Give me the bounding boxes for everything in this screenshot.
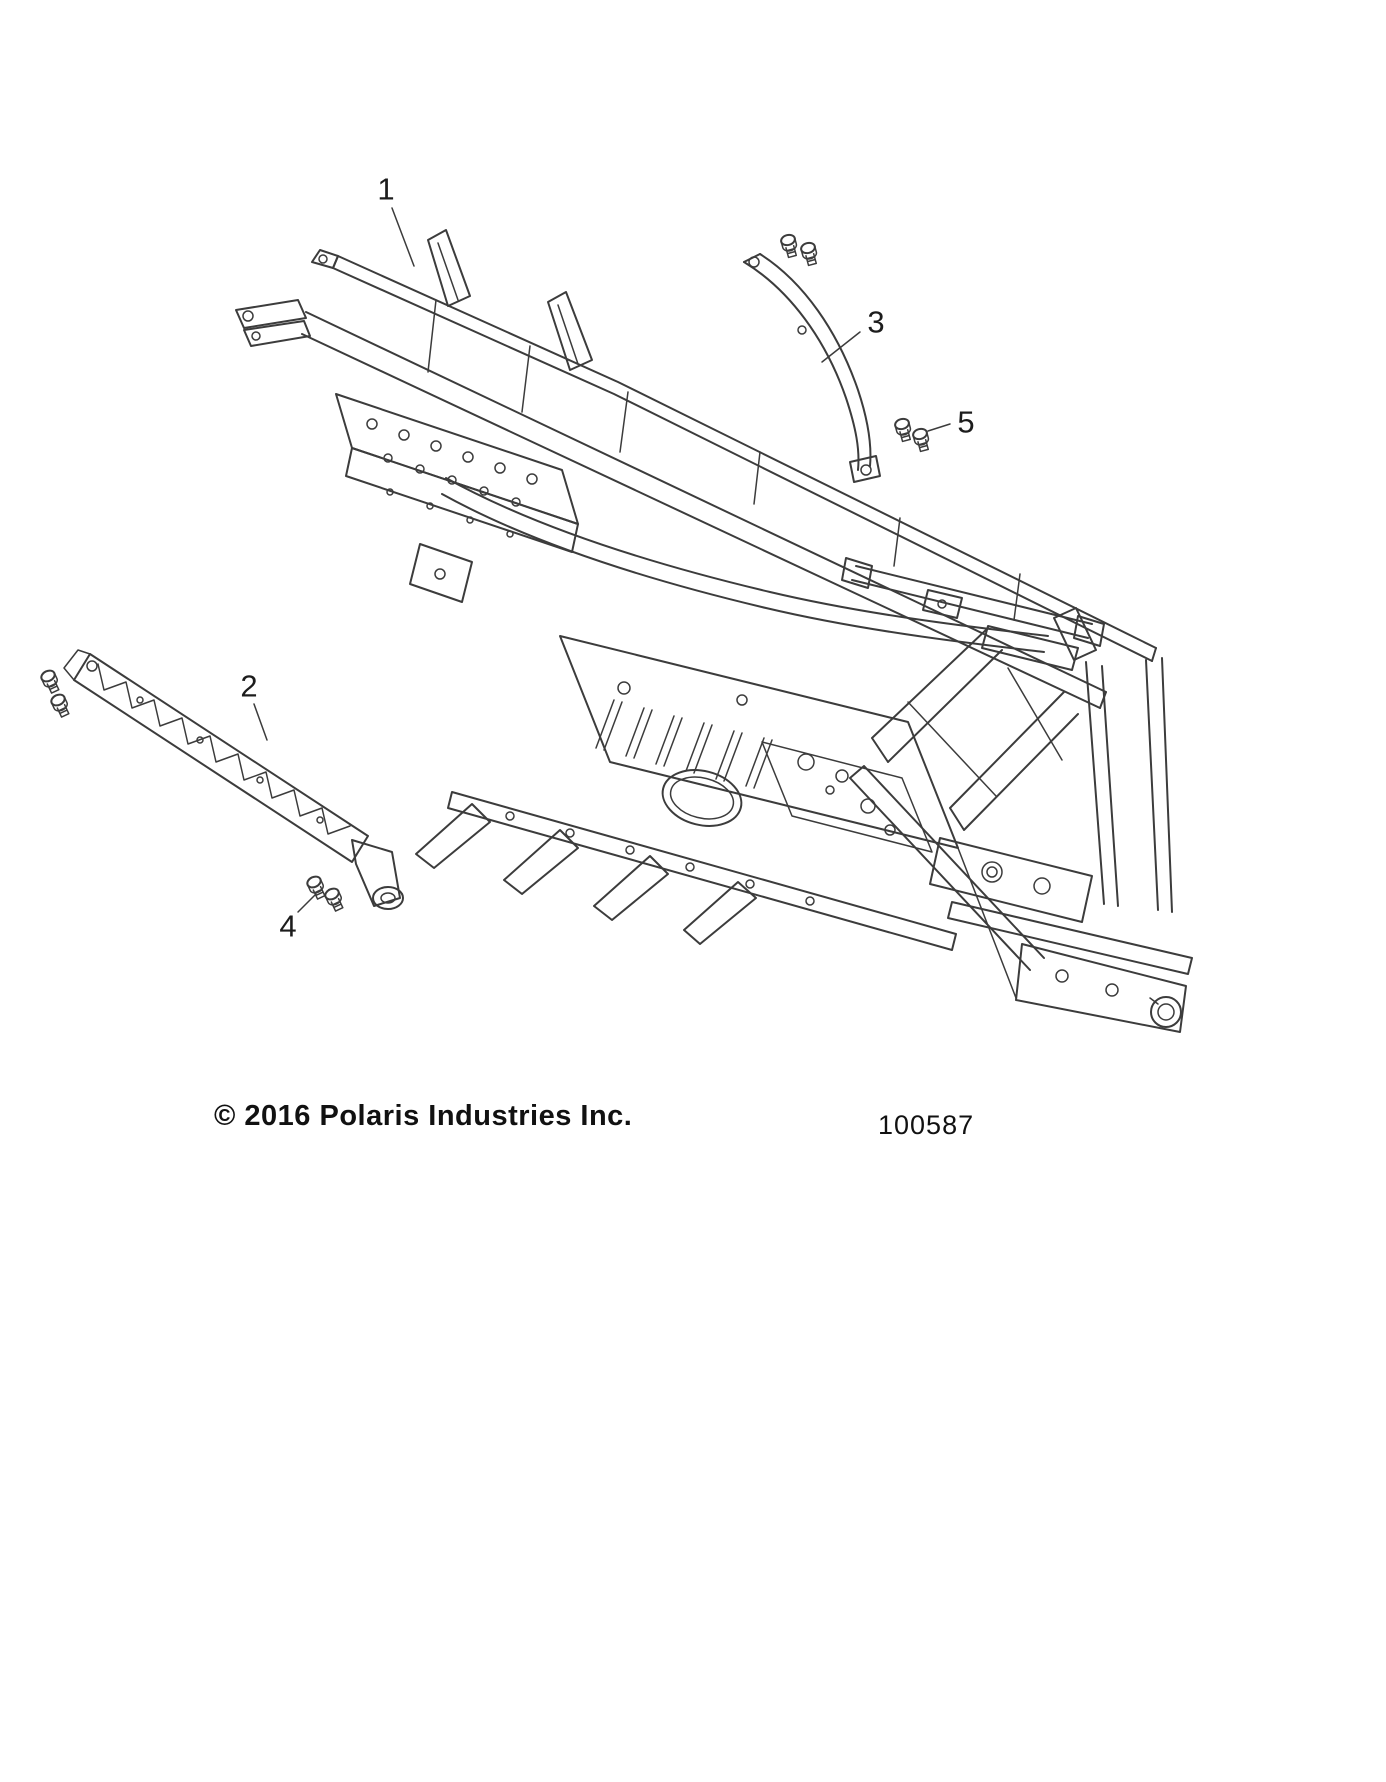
support-brace-part	[743, 253, 881, 483]
copyright-text: © 2016 Polaris Industries Inc.	[214, 1100, 633, 1132]
callout-number-2: 2	[240, 668, 258, 704]
callout-number-5: 5	[957, 404, 975, 440]
side-rail-part	[63, 649, 404, 910]
callout-leader-lines	[253, 207, 951, 913]
callout-number-4: 4	[279, 908, 297, 944]
document-number: 100587	[878, 1110, 975, 1140]
bolt-fasteners	[38, 232, 933, 914]
callout-number-1: 1	[377, 171, 395, 207]
callout-number-3: 3	[867, 304, 885, 340]
main-frame-part	[235, 229, 1193, 1033]
